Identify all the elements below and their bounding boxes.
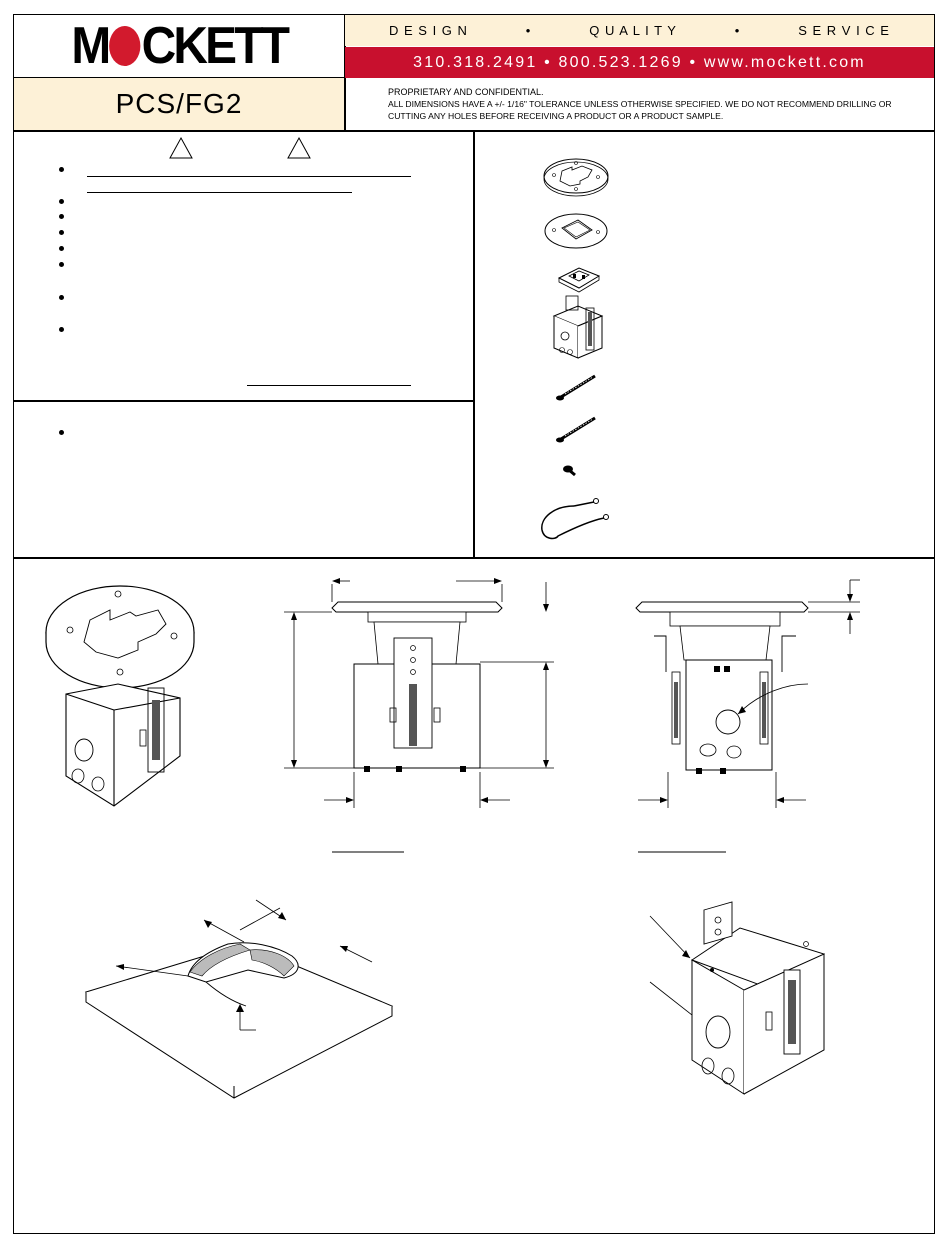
contact-text: 310.318.2491 • 800.523.1269 • www.mocket… xyxy=(413,53,866,71)
bullet xyxy=(59,295,64,300)
tagline-dot-2: • xyxy=(734,23,741,38)
box-bracket-icon xyxy=(552,295,604,359)
brand-logo-red-o xyxy=(109,26,141,66)
model-number: PCS/FG2 xyxy=(14,78,344,130)
bullet xyxy=(59,167,64,172)
brand-logo: M CKETT xyxy=(14,15,344,77)
header-divider xyxy=(14,77,344,79)
bullet xyxy=(59,230,64,235)
isometric-product-drawing xyxy=(45,585,195,807)
side-elevation-drawing xyxy=(635,579,860,853)
document-frame xyxy=(13,14,935,1234)
header-bottom-rule xyxy=(14,130,934,132)
tagline-dot-1: • xyxy=(525,23,532,38)
bullet xyxy=(59,430,64,435)
cover-plate-icon xyxy=(543,158,609,197)
underline xyxy=(87,192,352,193)
gasket-ring-icon xyxy=(544,213,608,249)
underline xyxy=(247,385,411,386)
left-section-divider xyxy=(14,400,473,402)
notice-title: PROPRIETARY AND CONFIDENTIAL. xyxy=(388,87,544,97)
ground-wire-icon xyxy=(541,498,609,540)
bullet xyxy=(59,262,64,267)
tagline-bar: D E S I G N • Q U A L I T Y • S E R V I … xyxy=(345,15,934,46)
short-screw-icon xyxy=(563,465,576,477)
bullet xyxy=(59,214,64,219)
bullet xyxy=(59,199,64,204)
receptacle-icon xyxy=(557,267,601,293)
column-divider xyxy=(473,131,475,558)
header-vertical-divider xyxy=(344,15,346,130)
brand-logo-text-end: CKETT xyxy=(141,17,289,75)
bullet xyxy=(59,327,64,332)
tagline-design: D E S I G N xyxy=(389,23,468,38)
warning-triangle-icon xyxy=(287,136,311,159)
long-screw-icon xyxy=(556,416,596,443)
long-screw-icon xyxy=(556,374,596,401)
confidentiality-notice: PROPRIETARY AND CONFIDENTIAL. ALL DIMENS… xyxy=(388,86,918,122)
bullet xyxy=(59,246,64,251)
bracket-detail-drawing xyxy=(649,901,826,1095)
tagline-quality: Q U A L I T Y xyxy=(589,23,677,38)
tagline-service: S E R V I C E xyxy=(798,23,890,38)
drawing-section-rule xyxy=(14,557,934,559)
contact-bar: 310.318.2491 • 800.523.1269 • www.mocket… xyxy=(345,47,934,78)
brand-logo-text-start: M xyxy=(71,17,111,75)
model-number-text: PCS/FG2 xyxy=(115,88,243,119)
underline xyxy=(87,176,411,177)
notice-body: ALL DIMENSIONS HAVE A +/- 1/16" TOLERANC… xyxy=(388,99,892,121)
front-elevation-drawing xyxy=(284,578,554,853)
cutout-detail-drawing xyxy=(84,899,394,1099)
warning-triangle-icon xyxy=(169,136,193,159)
